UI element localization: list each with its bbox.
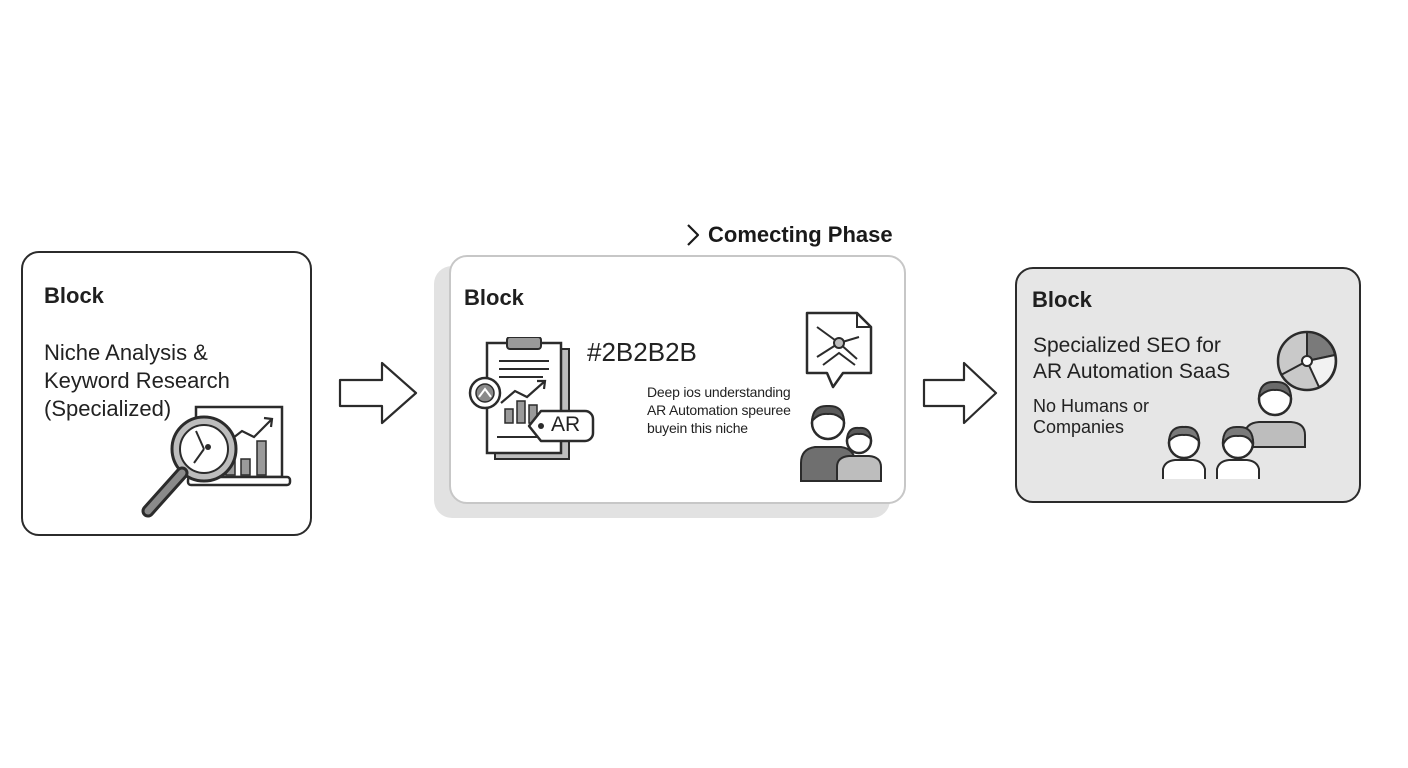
block-title: Block [44, 283, 104, 308]
pie-chart-icon [1276, 330, 1338, 392]
tag-label: AR [551, 413, 581, 436]
block-niche-analysis: Block Niche Analysis & Keyword Research … [21, 251, 312, 536]
block-label-line: AR Automation SaaS [1033, 360, 1231, 383]
block-description-line: Deep ios understanding [647, 384, 791, 400]
magnifier-chart-icon [141, 405, 292, 518]
flow-arrow-icon [338, 361, 418, 425]
people-icon [800, 404, 882, 482]
block-sublabel-line: Companies [1033, 417, 1125, 437]
block-label-line: (Specialized) [44, 396, 172, 421]
hex-code-text: #2B2B2B [587, 337, 697, 367]
block-label-line: Specialized SEO for [1033, 334, 1221, 357]
block-label-line: Niche Analysis & [44, 340, 208, 365]
block-title: Block [464, 285, 524, 310]
tag-icon [527, 409, 595, 443]
block-description-line: buyein this niche [647, 420, 748, 436]
block-sublabel-line: No Humans or [1033, 396, 1150, 416]
block-connecting-phase: Block AR #2B2B2B Deep ios understanding … [449, 255, 906, 504]
block-title: Block [1032, 287, 1092, 312]
people-icon [1162, 380, 1306, 479]
network-chat-icon [805, 311, 873, 389]
block-description: Deep ios understanding AR Automation spe… [647, 383, 817, 437]
block-sublabel: No Humans or Companies [1033, 396, 1233, 438]
phase-label: Comecting Phase [684, 220, 893, 250]
block-label: Specialized SEO for AR Automation SaaS [1033, 333, 1253, 385]
chevron-right-icon [687, 224, 700, 246]
phase-label-text: Comecting Phase [708, 222, 893, 247]
flow-arrow-icon [922, 361, 998, 425]
block-label: Niche Analysis & Keyword Research (Speci… [44, 339, 284, 423]
block-description-line: AR Automation speuree [647, 402, 791, 418]
block-specialized-seo: Block Specialized SEO for AR Automation … [1015, 267, 1361, 503]
block-label-line: Keyword Research [44, 368, 230, 393]
